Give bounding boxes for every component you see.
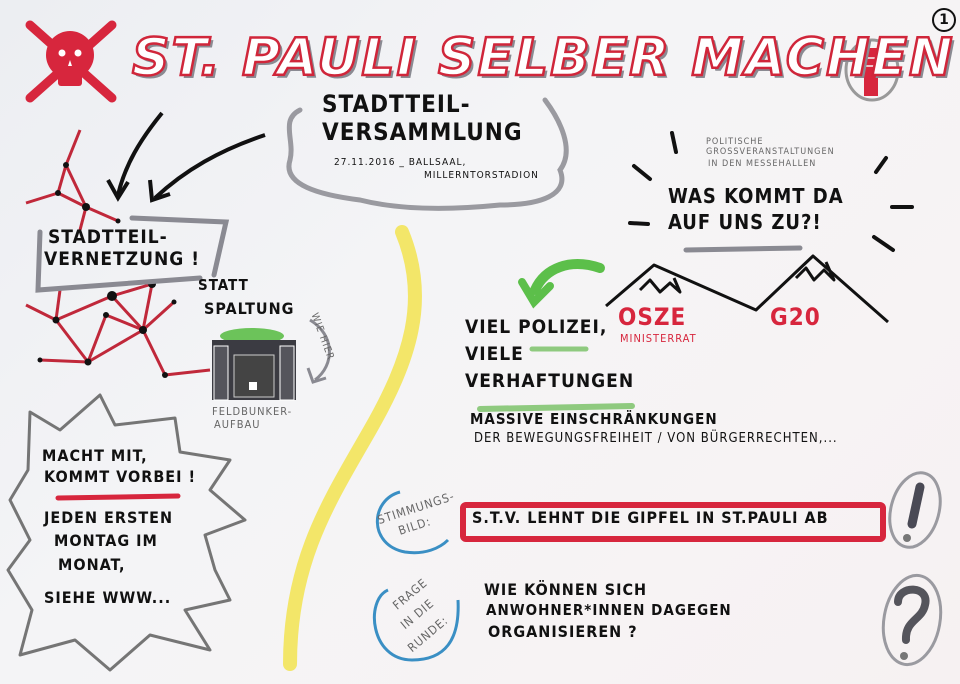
context-line1: Politische (706, 137, 764, 147)
consequence-line3: Verhaftungen (465, 370, 635, 392)
question-mark-icon (881, 573, 943, 667)
question-line2: Anwohner*innen dagegen (486, 601, 732, 619)
callout-burst (6, 393, 247, 672)
meeting-title-line1: Stadtteil- (322, 90, 471, 118)
question-line1: Wie können sich (484, 580, 648, 599)
page-number-badge: 1 (932, 8, 956, 32)
question-line3: organisieren ? (488, 622, 638, 641)
network-label-box (35, 215, 230, 293)
context-line2: Grossveranstaltungen (706, 147, 835, 157)
mood-statement: S.T.V. lehnt die Gipfel in St.Pauli ab (472, 508, 829, 527)
meeting-title-line2: Versammlung (322, 118, 523, 146)
consequence-line1: Viel Polizei, (465, 316, 608, 338)
cloud-outline (286, 97, 569, 211)
exclamation-icon (888, 471, 942, 549)
network-label-line1: Stadtteil- (48, 226, 168, 248)
question-headline-line1: Was kommt da (668, 184, 844, 208)
callout-line4: Montag im (54, 531, 158, 550)
callout-line6: siehe www... (44, 588, 172, 607)
yellow-divider (283, 225, 423, 671)
question-headline-line2: auf uns zu?! (668, 210, 822, 234)
contrast-line2: Spaltung (204, 299, 295, 318)
contrast-line1: Statt (198, 276, 249, 294)
mountain1-sublabel: Ministerrat (620, 332, 697, 345)
meeting-venue: Millerntorstadion (424, 170, 539, 181)
mountain2-label: G20 (770, 303, 821, 331)
consequence-line5: der Bewegungsfreiheit / von Bürgerrechte… (474, 431, 838, 446)
network-graph (25, 129, 211, 377)
network-label-line2: Vernetzung ! (44, 248, 201, 270)
meeting-date: 27.11.2016 _ Ballsaal, (334, 157, 467, 168)
context-line3: in den Messehallen (708, 159, 817, 169)
bunker-caption-line1: Feldbunker- (212, 405, 293, 418)
statement-box (460, 502, 886, 542)
callout-line5: Monat, (58, 555, 126, 574)
consequence-line2: viele (465, 343, 524, 365)
callout-line1: Macht mit, (42, 446, 148, 465)
raised-fist-icon (844, 38, 900, 102)
callout-line3: Jeden ersten (44, 508, 174, 527)
consequence-line4: Massive Einschränkungen (470, 410, 718, 428)
skull-crossbones-icon (25, 20, 117, 103)
mountains-illustration (605, 254, 889, 324)
mountain1-label: OSZE (618, 303, 687, 331)
callout-line2: kommt vorbei ! (44, 467, 197, 486)
page-title: ST. PAULI SELBER MACHEN (131, 27, 955, 90)
bunker-caption-line2: Aufbau (214, 418, 261, 431)
bunker-illustration (212, 328, 296, 401)
